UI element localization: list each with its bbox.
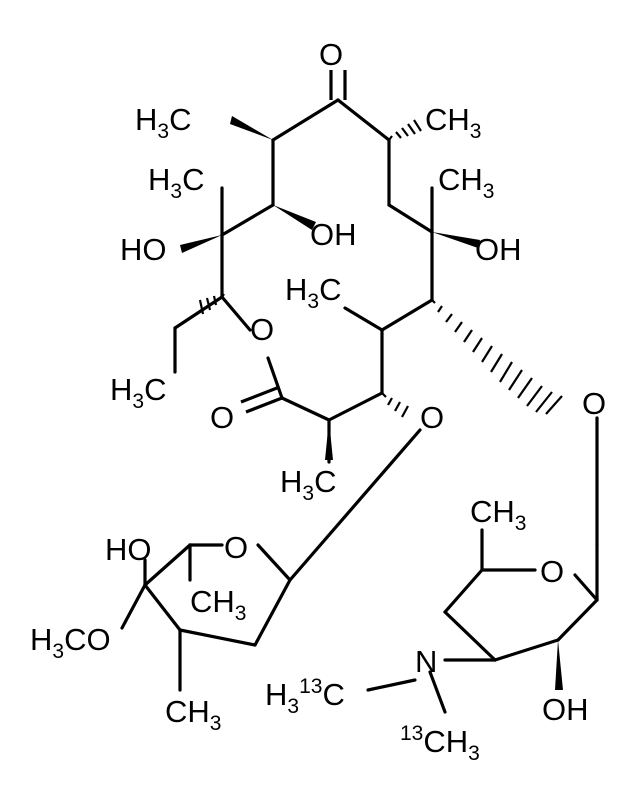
ring-oxygen-label: O [250, 312, 274, 347]
ch3-top-right-label: CH3 [425, 102, 481, 143]
ether-oxygen-right-label: O [582, 386, 606, 421]
ch3-cladinose-bottom-label: CH3 [165, 694, 221, 735]
oh-center-label: OH [310, 217, 357, 252]
desosamine-bonds [366, 416, 599, 714]
ch3-desosamine-label: CH3 [470, 494, 526, 535]
hashed-bonds [198, 119, 563, 418]
desosamine-ring-oxygen-label: O [540, 554, 564, 589]
macrolactone-bonds [220, 98, 434, 422]
carbonyl-oxygen-label: O [210, 400, 234, 435]
h3c-inner-label: H3C [285, 272, 341, 313]
cladinose-ring-oxygen-label: O [224, 530, 248, 565]
lactone-double-bond [240, 386, 283, 414]
ch3-mid-right-label: CH3 [438, 162, 494, 203]
oh-right-label: OH [475, 232, 522, 267]
h3co-methoxy-label: H3CO [30, 622, 111, 663]
ch3-13c-bottom-label: 13CH3 [400, 722, 480, 765]
ho-left-label: HO [120, 232, 167, 267]
ketone-oxygen-label: O [319, 37, 343, 72]
atom-labels: O H3C CH3 H3C CH3 HO OH OH H3C O H3C O O… [30, 37, 606, 765]
wedge-bonds [180, 116, 563, 690]
h3c-lower-label: H3C [280, 464, 336, 505]
n-dimethylamino-label: N [415, 644, 437, 679]
oh-desosamine-label: OH [542, 692, 589, 727]
ether-oxygen-left-label: O [420, 400, 444, 435]
cladinose-bonds [120, 543, 292, 692]
ch3-cladinose-ring-label: CH3 [190, 584, 246, 625]
substituent-bonds [173, 186, 434, 582]
h3c-top-left-label: H3C [135, 102, 191, 143]
h3c-ethyl-label: H3C [110, 372, 166, 413]
h3c-mid-left-label: H3C [148, 162, 204, 203]
ho-cladinose-label: HO [105, 532, 152, 567]
ketone-double-bond [329, 65, 347, 100]
h3-13c-label: H313C [265, 675, 345, 718]
